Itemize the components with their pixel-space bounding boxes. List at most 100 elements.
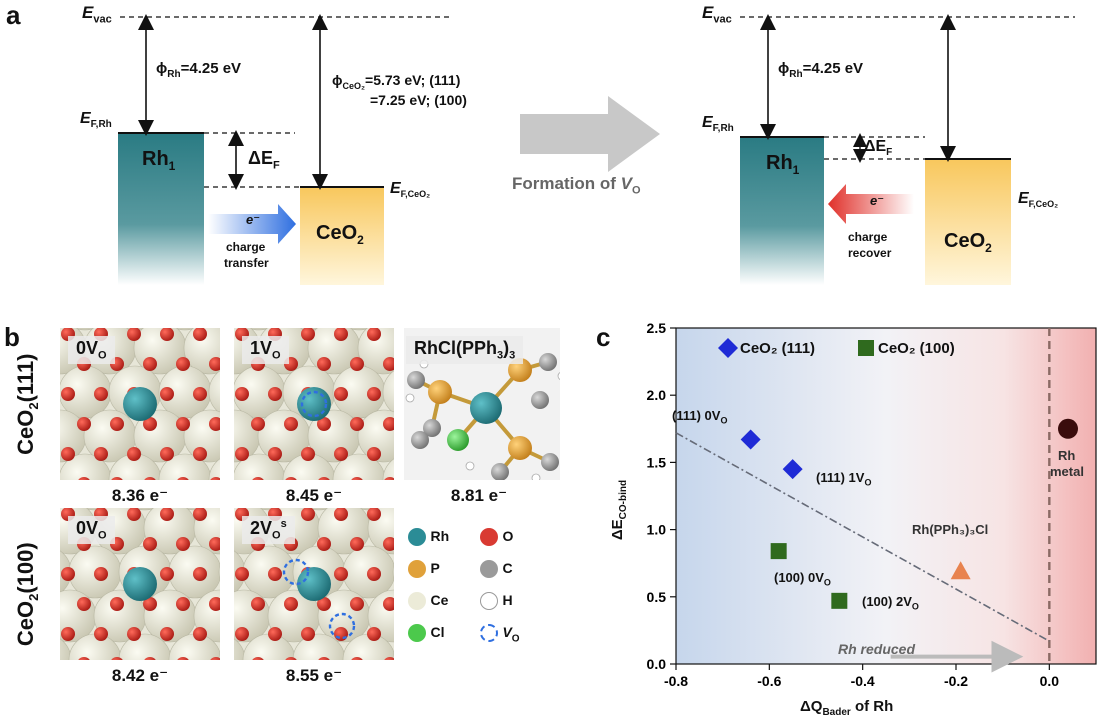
o-atom [44, 537, 58, 551]
o-atom [28, 627, 42, 641]
ceo2-box-right [925, 159, 1011, 285]
o-atom [28, 387, 42, 401]
o-atom [111, 477, 123, 480]
o-atom [160, 508, 174, 521]
ce-atom [348, 328, 370, 331]
o-atom [301, 328, 315, 341]
o-atom [334, 508, 348, 521]
label-rh-reduced: Rh reduced [838, 641, 916, 657]
o-atom [143, 417, 157, 431]
o-atom [94, 387, 108, 401]
o-atom [351, 657, 363, 660]
p-atom [508, 358, 532, 382]
ce-atom [208, 370, 220, 414]
ce-atom [60, 383, 62, 401]
ce-swatch-icon [408, 592, 426, 610]
o-atom [218, 477, 232, 491]
o-atom [334, 567, 348, 581]
ce-atom [383, 278, 435, 330]
o-atom [268, 627, 282, 641]
o-atom [334, 387, 348, 401]
o-atom [110, 297, 124, 311]
cl-swatch-icon [408, 624, 426, 642]
o-atom [383, 357, 394, 371]
ce-atom [0, 410, 36, 462]
ce-atom [208, 458, 220, 480]
vacancy-marker [282, 558, 310, 586]
o-atom [28, 327, 42, 341]
x-tick-label: -0.8 [664, 673, 688, 689]
rh-box-left [118, 133, 204, 285]
charge-recover-label-2: recover [848, 246, 892, 260]
label-100-2vo: (100) 2VO [862, 594, 919, 612]
x-tick-label: -0.2 [944, 673, 968, 689]
o-atom [218, 357, 232, 371]
o-atom [110, 597, 124, 611]
panel-a-diagram [118, 14, 1075, 285]
o-atom [301, 508, 315, 521]
o-atom [416, 657, 430, 671]
label-100-0vo: (100) 0VO [774, 570, 831, 588]
y-tick-label: 2.5 [647, 320, 667, 336]
tile-label-111-1vo: 1VO [242, 336, 289, 364]
o-atom [210, 657, 220, 660]
ce-atom [392, 563, 394, 581]
legend-marker-100 [858, 340, 874, 356]
o-atom [77, 297, 91, 311]
o-atom [176, 357, 190, 371]
o-atom [160, 627, 174, 641]
o-atom [144, 477, 156, 480]
phi-ceo2-label-2: =7.25 eV; (100) [370, 92, 467, 108]
ce-atom [0, 678, 46, 720]
o-atom [77, 417, 91, 431]
ce-atom [234, 638, 246, 660]
o-atom [176, 597, 190, 611]
o-atom [160, 328, 174, 341]
plot-background [676, 328, 1096, 664]
legend-rh: Rh [408, 528, 449, 546]
o-atom [301, 627, 315, 641]
o-atom [252, 477, 264, 480]
delta-ef-label-right: ΔEF [864, 138, 893, 159]
o-atom [218, 477, 232, 491]
c-atom [411, 431, 429, 449]
o-atom [44, 477, 58, 491]
o-atom [317, 297, 331, 311]
x-tick-label: -0.6 [757, 673, 781, 689]
ef-ceo2-label-left: EF,CeO₂ [390, 180, 431, 200]
o-atom [209, 297, 223, 311]
o-atom [285, 477, 297, 480]
o-atom [367, 567, 381, 581]
o-atom [61, 387, 75, 401]
o-atom [334, 627, 348, 641]
ce-atom [382, 370, 394, 414]
o-atom [268, 387, 282, 401]
legend-p: P [408, 560, 440, 578]
phi-ceo2-label: ϕCeO₂=5.73 eV; (111) [332, 72, 461, 91]
c-atom [539, 353, 557, 371]
o-atom [193, 567, 207, 581]
o-atom [218, 417, 232, 431]
o-swatch-icon [480, 528, 498, 546]
ce-atom [183, 278, 235, 330]
tile-label-111-0vo: 0VO [68, 336, 115, 364]
o-atom [210, 477, 220, 480]
o-atom [218, 657, 232, 671]
p-swatch-icon [408, 560, 426, 578]
ef-rh-label-left: EF,Rh [80, 110, 112, 131]
o-atom [318, 657, 330, 660]
o-atom [209, 417, 220, 431]
o-atom [400, 507, 414, 521]
phi-rh-label-right: ϕRh=4.25 eV [778, 60, 864, 80]
y-axis-title: ΔECO-bind [609, 479, 629, 541]
formation-of-vo-label: Formation of VO [512, 174, 641, 197]
o-atom [350, 537, 364, 551]
o-atom [44, 357, 58, 371]
o-atom [318, 477, 330, 480]
ce-atom [418, 678, 470, 720]
o-atom [268, 447, 282, 461]
ce-atom [60, 409, 87, 463]
o-atom [350, 357, 364, 371]
o-atom [384, 657, 394, 660]
o-atom [350, 297, 364, 311]
